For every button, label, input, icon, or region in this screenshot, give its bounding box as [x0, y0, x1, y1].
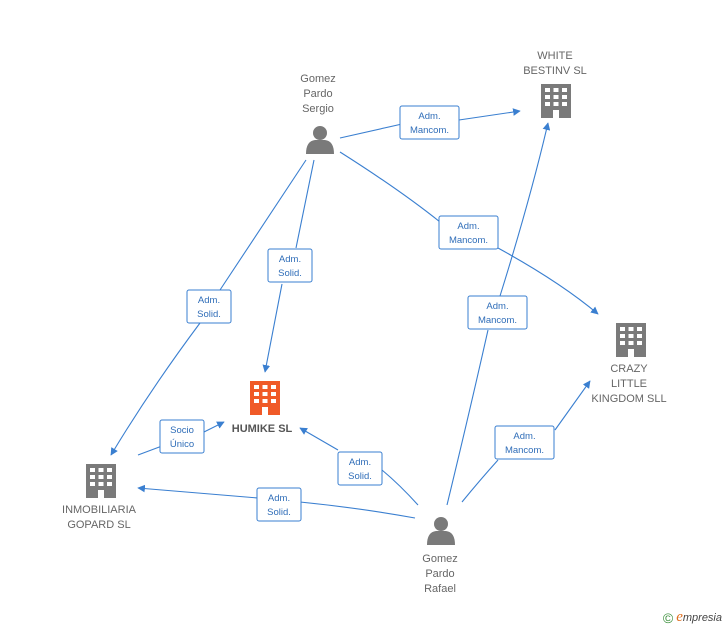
person-icon: [427, 517, 455, 545]
node-label-line: GOPARD SL: [67, 519, 130, 531]
building-icon: [250, 381, 280, 415]
node-label-line: LITTLE: [611, 378, 647, 390]
edge-label-line-1: Adm.: [349, 457, 371, 468]
edge-label-rafael-white[interactable]: Adm. Mancom.: [467, 295, 528, 330]
edge-label-line-1: Adm.: [457, 221, 479, 232]
edge-line-rafael-inmob: [138, 488, 416, 519]
node-company-humike[interactable]: HUMIKE SL: [232, 381, 293, 435]
edge-label-sergio-inmob[interactable]: Adm. Solid.: [186, 289, 232, 324]
edge-line-sergio-humike: [265, 159, 315, 372]
brand-name: mpresia: [682, 611, 722, 624]
node-label-line: WHITE: [537, 50, 572, 62]
edge-label-rafael-humike[interactable]: Adm. Solid.: [337, 451, 383, 486]
edge-labels: Adm. Mancom. Adm. Mancom. Adm. Solid. Ad…: [159, 105, 555, 522]
node-label-line: Rafael: [424, 583, 456, 595]
edge-label-line-1: Socio: [170, 425, 194, 436]
node-company-white-bestinv[interactable]: WHITE BESTINV SL: [523, 50, 587, 118]
edge-label-line-1: Adm.: [268, 493, 290, 504]
node-label-line: Pardo: [425, 568, 454, 580]
edge-label-line-2: Solid.: [267, 507, 291, 518]
edge-label-line-1: Adm.: [513, 431, 535, 442]
edge-label-sergio-humike[interactable]: Adm. Solid.: [267, 248, 313, 283]
edge-line-rafael-crazy: [461, 381, 590, 503]
node-label-line: BESTINV SL: [523, 65, 587, 77]
node-person-sergio[interactable]: Gomez Pardo Sergio: [300, 73, 336, 154]
node-label-line: Gomez: [422, 553, 457, 565]
person-icon: [306, 126, 334, 154]
node-label-line: Sergio: [302, 103, 334, 115]
node-label-line: HUMIKE SL: [232, 423, 293, 435]
node-label-line: KINGDOM SLL: [591, 393, 666, 405]
building-icon: [86, 464, 116, 498]
edge-line-rafael-humike: [300, 428, 419, 506]
building-icon: [616, 323, 646, 357]
node-company-inmobiliaria-gopard[interactable]: INMOBILIARIA GOPARD SL: [62, 464, 137, 531]
node-label-line: Gomez: [300, 73, 335, 85]
copyright-icon: ©: [662, 610, 674, 626]
edge-label-line-2: Mancom.: [478, 315, 517, 326]
brand-watermark: © empresia: [663, 609, 722, 626]
edge-label-rafael-inmob[interactable]: Adm. Solid.: [256, 487, 302, 522]
node-label-line: CRAZY: [610, 363, 648, 375]
edge-label-line-2: Solid.: [278, 268, 302, 279]
edge-label-line-1: Adm.: [198, 295, 220, 306]
edge-line-sergio-white: [339, 111, 520, 139]
edge-label-line-2: Solid.: [348, 471, 372, 482]
edge-lines: [111, 111, 598, 519]
edge-line-inmob-humike: [137, 422, 224, 456]
edge-line-sergio-inmob: [111, 159, 307, 455]
edge-label-line-2: Solid.: [197, 309, 221, 320]
edge-label-inmob-humike[interactable]: Socio Único: [159, 419, 205, 454]
node-label-line: INMOBILIARIA: [62, 504, 137, 516]
node-company-crazy-little-kingdom[interactable]: CRAZY LITTLE KINGDOM SLL: [591, 323, 667, 405]
edge-label-sergio-white[interactable]: Adm. Mancom.: [399, 105, 460, 140]
edge-label-line-1: Adm.: [279, 254, 301, 265]
edge-label-line-1: Adm.: [418, 111, 440, 122]
brand-initial: e: [676, 608, 683, 625]
edge-line-rafael-white: [446, 123, 548, 506]
edge-label-line-1: Adm.: [486, 301, 508, 312]
edge-label-line-2: Mancom.: [449, 235, 488, 246]
edge-label-line-2: Mancom.: [505, 445, 544, 456]
building-icon: [541, 84, 571, 118]
edge-label-line-2: Único: [170, 439, 194, 450]
edge-label-sergio-crazy[interactable]: Adm. Mancom.: [438, 215, 499, 250]
edge-label-rafael-crazy[interactable]: Adm. Mancom.: [494, 425, 555, 460]
edge-line-sergio-crazy: [339, 151, 598, 314]
edge-label-line-2: Mancom.: [410, 125, 449, 136]
node-label-line: Pardo: [303, 88, 332, 100]
node-person-rafael[interactable]: Gomez Pardo Rafael: [422, 517, 458, 595]
